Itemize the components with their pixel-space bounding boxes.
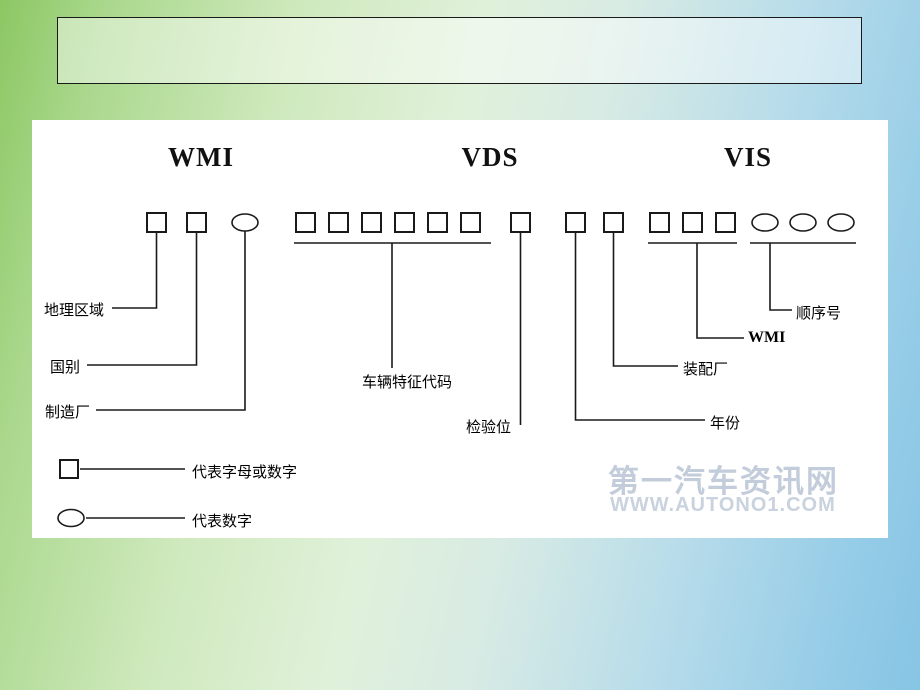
leader-line-country bbox=[87, 232, 198, 366]
char-box-square bbox=[361, 212, 382, 233]
label-vehicle-descriptor: 车辆特征代码 bbox=[362, 375, 453, 391]
char-box-square bbox=[146, 212, 167, 233]
char-box-square bbox=[328, 212, 349, 233]
leader-line-wmi-extension bbox=[696, 243, 744, 339]
leader-line-geographic-region bbox=[112, 232, 158, 309]
legend-oval-label: 代表数字 bbox=[192, 514, 253, 530]
leader-line-sequence-number bbox=[769, 243, 792, 311]
wmi-character-boxes bbox=[146, 212, 259, 233]
char-box-oval bbox=[789, 213, 817, 232]
title-placeholder bbox=[57, 17, 862, 84]
label-assembly-plant: 装配厂 bbox=[683, 362, 729, 378]
check-digit-box bbox=[510, 212, 531, 233]
year-box bbox=[565, 212, 586, 233]
section-header-wmi: WMI bbox=[168, 142, 234, 172]
section-header-vis: VIS bbox=[723, 142, 773, 172]
section-header-vds: VDS bbox=[461, 142, 519, 172]
watermark-site-name: 第一汽车资讯网 bbox=[608, 464, 839, 499]
char-box-square bbox=[460, 212, 481, 233]
leader-line-assembly-plant bbox=[612, 232, 678, 367]
vin-diagram-graphic bbox=[57, 212, 856, 528]
legend-square-icon bbox=[59, 459, 79, 479]
char-box-square bbox=[186, 212, 207, 233]
legend-oval-icon bbox=[57, 508, 85, 528]
label-geographic-region: 地理区域 bbox=[44, 303, 105, 319]
char-box-square bbox=[427, 212, 448, 233]
plant-box bbox=[603, 212, 624, 233]
leader-line-year bbox=[574, 232, 705, 421]
char-box-square bbox=[649, 212, 670, 233]
char-box-oval bbox=[231, 213, 259, 232]
label-country: 国别 bbox=[50, 360, 81, 376]
label-check-digit: 检验位 bbox=[466, 420, 512, 436]
watermark-site-url: WWW.AUTONO1.COM bbox=[610, 494, 836, 516]
char-box-square bbox=[295, 212, 316, 233]
leader-line-manufacturer bbox=[96, 231, 246, 411]
char-box-oval bbox=[751, 213, 779, 232]
legend-symbols bbox=[57, 459, 185, 528]
vin-structure-diagram-panel: WMI VDS VIS bbox=[32, 120, 888, 538]
vds-character-boxes bbox=[295, 212, 531, 233]
label-manufacturer: 制造厂 bbox=[45, 405, 91, 421]
char-box-square bbox=[715, 212, 736, 233]
char-box-square bbox=[682, 212, 703, 233]
label-wmi-extension: WMI bbox=[748, 329, 786, 346]
legend-square-label: 代表字母或数字 bbox=[192, 465, 298, 481]
label-sequence-number: 顺序号 bbox=[796, 306, 842, 322]
char-box-square bbox=[394, 212, 415, 233]
vis-character-boxes bbox=[565, 212, 855, 233]
label-year: 年份 bbox=[710, 416, 741, 432]
char-box-oval bbox=[827, 213, 855, 232]
leader-lines bbox=[87, 231, 856, 425]
